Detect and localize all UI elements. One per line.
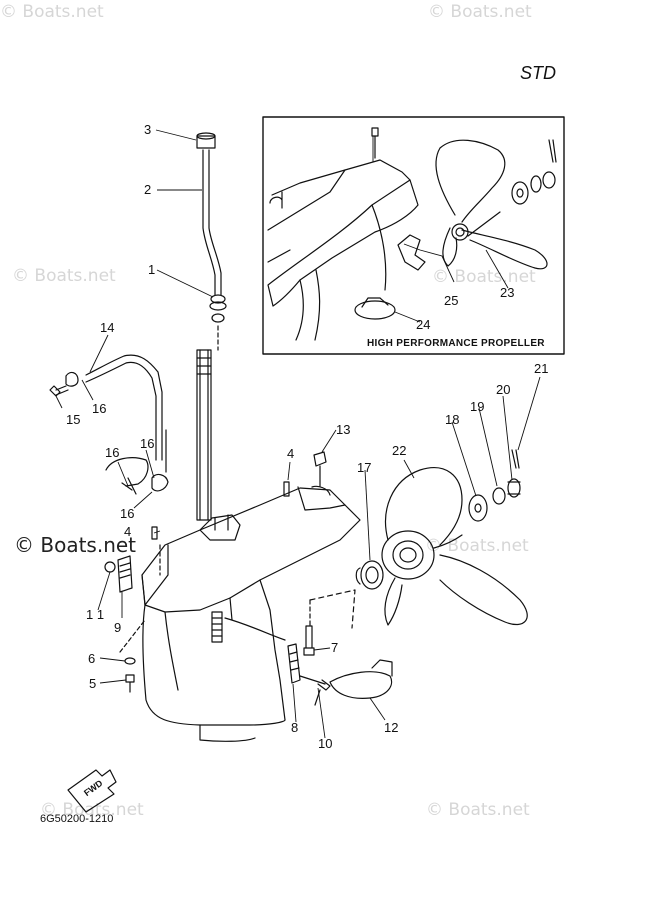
diagram-code: 6G50200-1210: [40, 813, 114, 825]
grommet-3: [196, 135, 216, 149]
watermark-bottom-right: © Boats.net: [426, 800, 530, 820]
callout-24: 24: [416, 317, 431, 332]
inset-frame: [262, 116, 565, 355]
callout-5: 5: [89, 676, 97, 691]
inset-bolt: [371, 127, 379, 159]
callout-14: 14: [100, 320, 115, 335]
watermark-top-left: © Boats.net: [0, 2, 104, 22]
inset-cotter-pin: [548, 139, 557, 163]
bolt-10: [299, 675, 331, 691]
inset-anode: [354, 300, 396, 320]
callout-1: 1: [148, 262, 156, 277]
inset-washer: [511, 181, 529, 205]
propeller-hub: [381, 530, 435, 580]
callout-6: 6: [88, 651, 96, 666]
callout-19: 19: [470, 399, 485, 414]
washer-18: [468, 494, 488, 522]
callout-8: 8: [291, 720, 299, 735]
callout-4-left: 4: [124, 524, 132, 539]
plate-8: [287, 643, 301, 684]
callout-9: 9: [114, 620, 122, 635]
spacer-19: [492, 487, 506, 505]
callout-16-left: 16: [105, 445, 120, 460]
pin-4-left: [151, 526, 158, 540]
propeller-22: [384, 467, 463, 546]
washer-6: [124, 657, 136, 665]
watermark-mid-right: © Boats.net: [432, 267, 536, 287]
gearcase-vent: [211, 611, 223, 643]
callout-18: 18: [445, 412, 460, 427]
inset-nut: [530, 175, 542, 193]
callout-16-right: 16: [140, 436, 155, 451]
gearcase-body: [141, 487, 361, 613]
hose-14: [85, 354, 163, 461]
inset-nut-2: [542, 171, 556, 189]
clamp-16-upper: [65, 371, 79, 387]
screw-5: [125, 674, 135, 693]
watermark-mid-left: © Boats.net: [12, 266, 116, 286]
callout-16-lower: 16: [120, 506, 135, 521]
inset-propeller: [435, 139, 506, 223]
inset-gearcase: [267, 179, 419, 307]
callout-11: 1 1: [86, 607, 105, 622]
callout-20: 20: [496, 382, 511, 397]
drive-shaft: [196, 349, 212, 521]
callout-15: 15: [66, 412, 81, 427]
callout-22: 22: [392, 443, 407, 458]
callout-12: 12: [384, 720, 399, 735]
model-label: STD: [520, 63, 556, 83]
watermark-bottom-left: © Boats.net: [40, 800, 144, 820]
cotter-pin-21: [511, 449, 520, 469]
pipe-2: [202, 149, 216, 296]
callout-10: 10: [318, 736, 333, 751]
watermark-dark-left: © Boats.net: [14, 533, 137, 557]
clamp-16-mid: [105, 457, 149, 487]
callout-21: 21: [534, 361, 549, 376]
plate-9: [117, 555, 133, 593]
callout-23: 23: [500, 285, 515, 300]
callout-17: 17: [357, 460, 372, 475]
trim-tab-12: [329, 671, 393, 699]
callout-2: 2: [144, 182, 152, 197]
fwd-arrow: [67, 769, 117, 813]
callout-16-upper: 16: [92, 401, 107, 416]
watermark-top-right: © Boats.net: [428, 2, 532, 22]
callout-7: 7: [331, 640, 339, 655]
callout-13: 13: [336, 422, 351, 437]
callout-4-right: 4: [287, 446, 295, 461]
pin-4-right: [283, 481, 290, 497]
nut-20: [507, 478, 521, 498]
inset-thrust-washer: [397, 234, 426, 271]
callout-3: 3: [144, 122, 152, 137]
spacer-17: [360, 560, 384, 590]
inset-title: HIGH PERFORMANCE PROPELLER: [367, 338, 545, 349]
grommet-1: [210, 294, 226, 304]
screw-11: [104, 561, 116, 573]
callout-25: 25: [444, 293, 459, 308]
bolt-13: [313, 451, 327, 487]
bolt-7: [303, 625, 315, 656]
